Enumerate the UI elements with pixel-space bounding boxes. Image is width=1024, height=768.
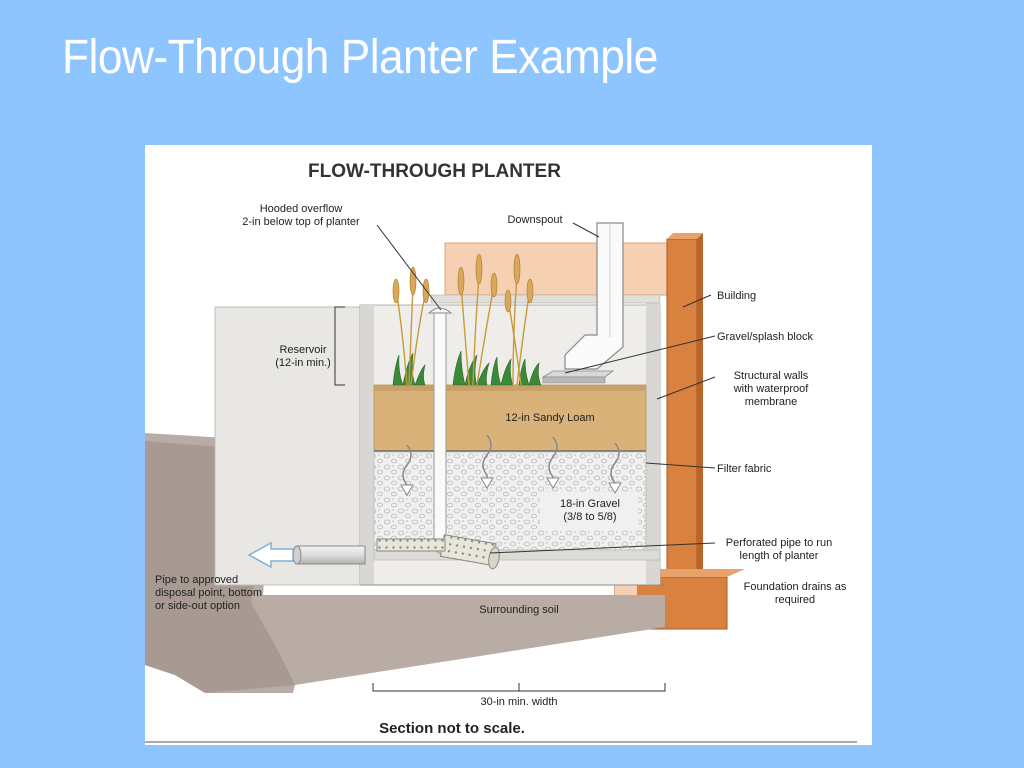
diagram-canvas: FLOW-THROUGH PLANTER xyxy=(145,161,857,743)
label-surrounding-soil: Surrounding soil xyxy=(479,604,559,616)
diagram-heading: FLOW-THROUGH PLANTER xyxy=(308,161,561,182)
scale-note: Section not to scale. xyxy=(379,720,525,737)
leader-lines xyxy=(376,222,716,554)
sandy-loam-layer xyxy=(373,384,647,452)
label-hooded-overflow: Hooded overflow xyxy=(260,203,343,215)
label-structural-walls: Structural walls xyxy=(734,370,809,382)
label-pipe-disposal: Pipe to approved xyxy=(155,574,238,586)
slide-title: Flow-Through Planter Example xyxy=(62,31,658,84)
downspout xyxy=(564,222,624,370)
label-structural-walls-2: with waterproof xyxy=(733,383,810,395)
label-foundation-drains-2: required xyxy=(775,594,815,606)
label-building: Building xyxy=(717,290,756,302)
label-perforated-pipe: Perforated pipe to run xyxy=(726,537,832,549)
outlet-pipe xyxy=(296,545,366,565)
label-reservoir-min: (12-in min.) xyxy=(275,357,331,369)
flow-arrows xyxy=(402,434,620,490)
label-width: 30-in min. width xyxy=(480,696,557,708)
label-hooded-overflow-detail: 2-in below top of planter xyxy=(242,216,360,228)
label-perforated-pipe-2: length of planter xyxy=(740,550,819,562)
label-foundation-drains: Foundation drains as xyxy=(744,581,847,593)
planter-diagram: FLOW-THROUGH PLANTER xyxy=(145,145,872,745)
reservoir-bracket xyxy=(334,306,345,386)
building-column xyxy=(666,238,698,590)
splash-block xyxy=(541,370,615,378)
label-sandy-loam: 12-in Sandy Loam xyxy=(505,412,594,424)
overflow-pipe xyxy=(433,312,447,544)
label-filter-fabric: Filter fabric xyxy=(717,463,772,475)
vegetation xyxy=(392,253,542,387)
label-gravel-size: (3/8 to 5/8) xyxy=(563,511,616,523)
label-gravel: 18-in Gravel xyxy=(560,498,620,510)
label-reservoir: Reservoir xyxy=(279,344,326,356)
outlet-arrow xyxy=(247,541,294,569)
overflow-hood xyxy=(427,307,453,314)
label-gravel-splash: Gravel/splash block xyxy=(717,331,813,343)
label-downspout: Downspout xyxy=(507,214,562,226)
label-pipe-disposal-3: or side-out option xyxy=(155,600,240,612)
label-pipe-disposal-2: disposal point, bottom xyxy=(155,587,262,599)
label-structural-walls-3: membrane xyxy=(745,396,798,408)
